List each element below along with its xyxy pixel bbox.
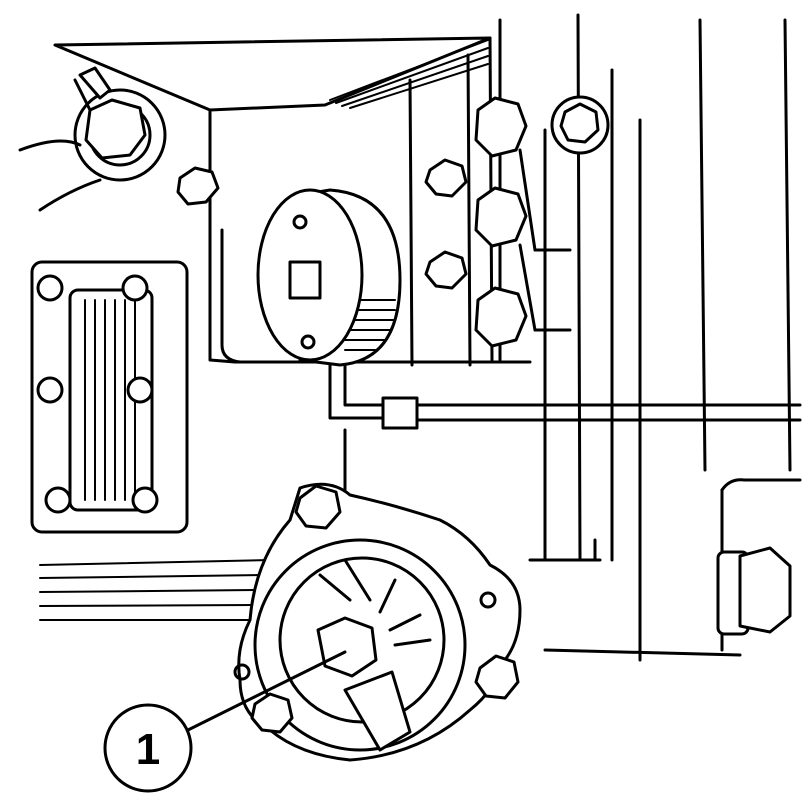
hex-bolt-column xyxy=(474,96,537,348)
pump-flange xyxy=(233,482,522,762)
drive-flange xyxy=(256,188,402,367)
right-side-bolt xyxy=(716,546,792,636)
callout-label: 1 xyxy=(136,725,160,774)
flange-bolts xyxy=(250,484,520,734)
housing-bolt-left xyxy=(176,166,220,206)
inspection-cover xyxy=(30,260,189,534)
top-left-bolt xyxy=(18,66,167,212)
housing-bolts xyxy=(424,158,468,290)
upper-right-bolt xyxy=(550,95,610,155)
tube-line xyxy=(328,363,802,502)
callout-1: 1 xyxy=(103,650,347,793)
